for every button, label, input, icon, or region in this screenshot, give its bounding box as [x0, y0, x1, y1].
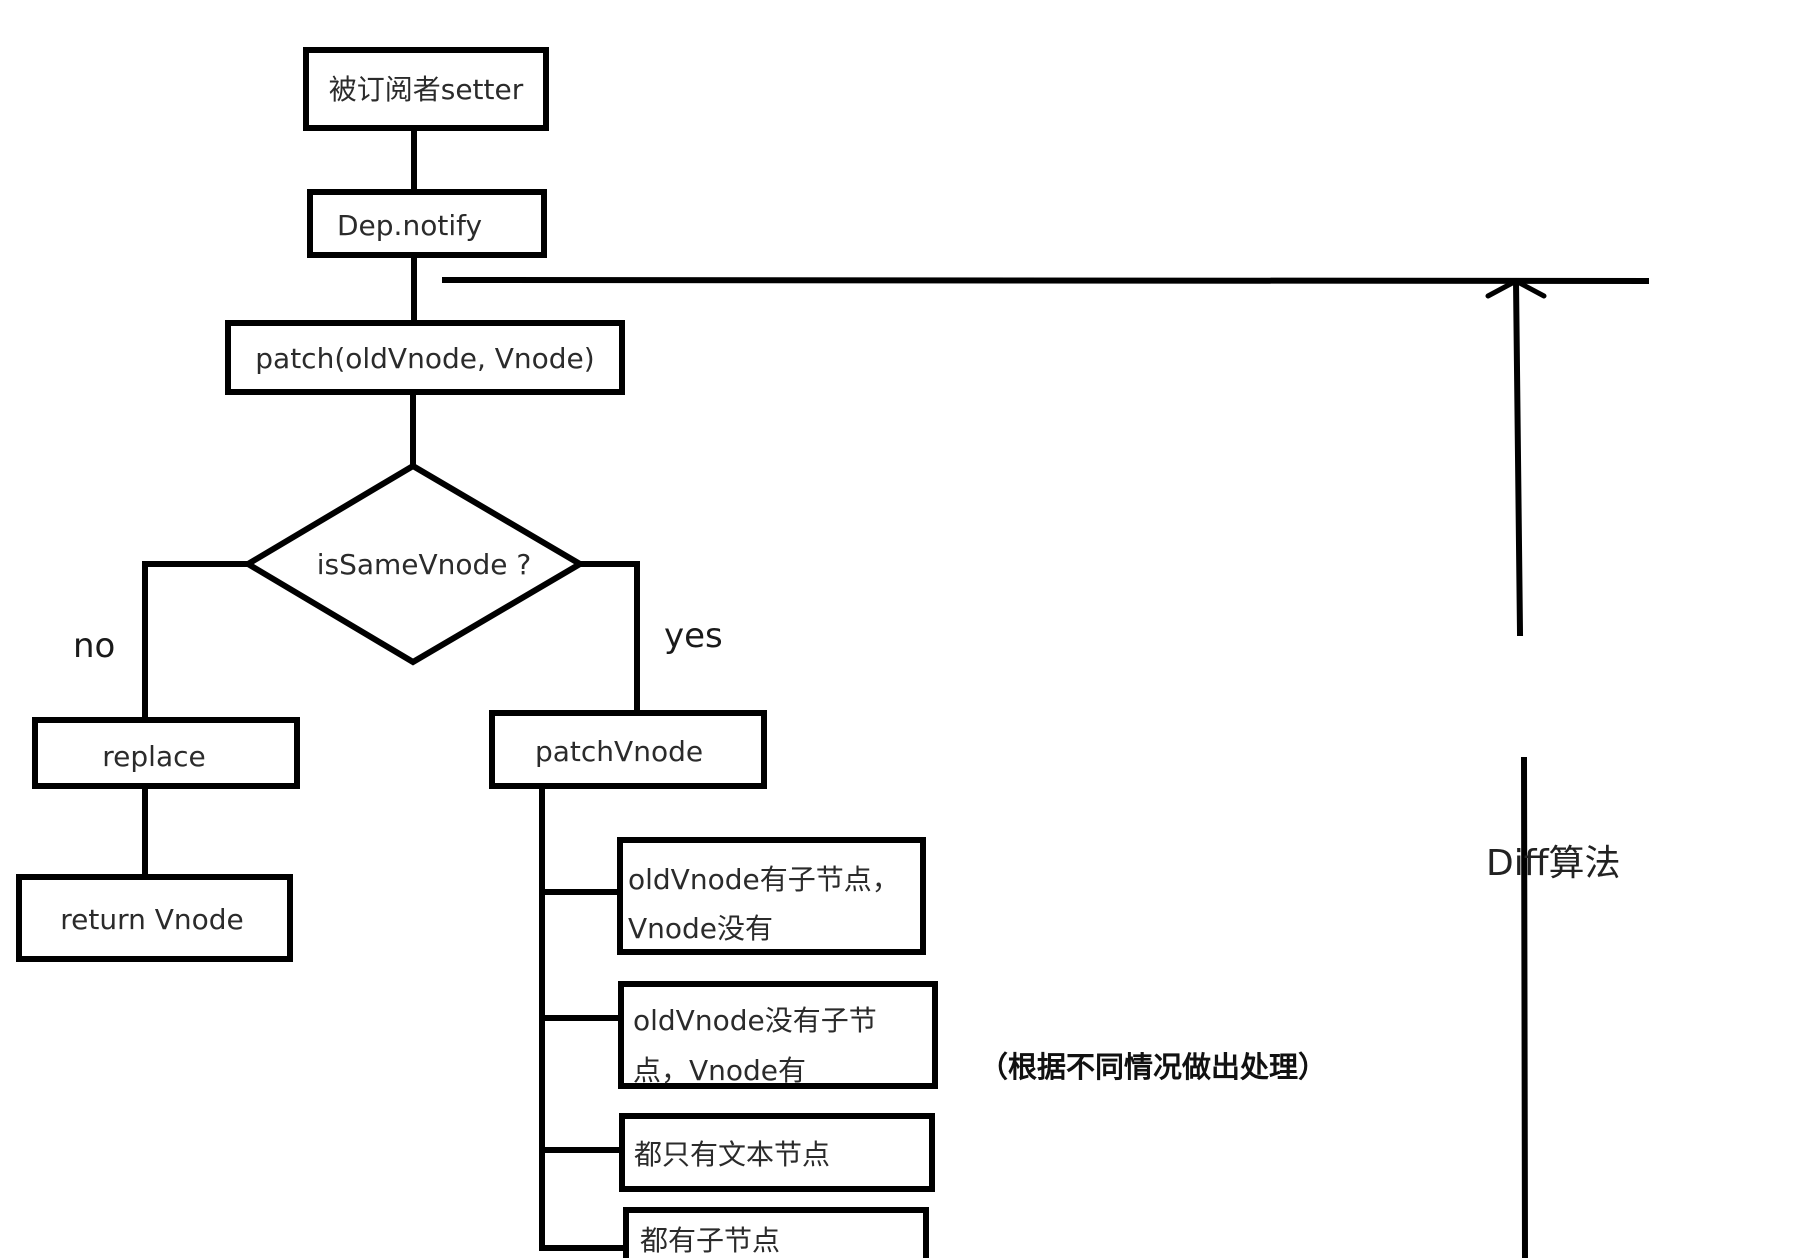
diff-upper-line [1512, 277, 1524, 637]
node-replace: replace [32, 717, 300, 789]
node-case2-line1: oldVnode没有子节 [633, 1004, 877, 1037]
node-patch-label: patch(oldVnode, Vnode) [255, 342, 594, 375]
cases-note: （根据不同情况做出处理） [979, 1050, 1327, 1084]
edge-label-yes: yes [664, 616, 723, 656]
node-notify: Dep.notify [307, 189, 547, 258]
edge-label-no: no [73, 626, 115, 666]
node-patchvnode-label: patchVnode [535, 735, 703, 768]
node-case2-line2: 点，Vnode有 [633, 1054, 806, 1087]
node-case4: 都有子节点 [623, 1207, 929, 1258]
diff-algorithm-label: Diff算法 [1486, 843, 1621, 884]
node-case1-line1: oldVnode有子节点， [628, 863, 900, 896]
node-decision-label: isSameVnode ? [317, 548, 532, 581]
edge-decision-no [142, 561, 251, 720]
node-setter-label: 被订阅者setter [329, 73, 524, 106]
node-return-vnode-label: return Vnode [60, 903, 244, 936]
diff-loop [441, 276, 1650, 1258]
diff-return-line [441, 276, 1650, 285]
node-case4-label: 都有子节点 [640, 1224, 780, 1257]
node-notify-label: Dep.notify [337, 209, 482, 242]
edge-decision-yes [577, 561, 640, 713]
node-patchvnode: patchVnode [489, 710, 767, 789]
node-case2: oldVnode没有子节 点，Vnode有 [618, 981, 938, 1089]
node-case1-line2: Vnode没有 [628, 912, 773, 945]
node-case3-label: 都只有文本节点 [634, 1138, 830, 1171]
node-case3: 都只有文本节点 [619, 1113, 935, 1192]
node-setter: 被订阅者setter [303, 47, 549, 131]
connectors [142, 126, 640, 1251]
node-case1: oldVnode有子节点， Vnode没有 [617, 837, 926, 955]
node-return-vnode: return Vnode [16, 874, 293, 962]
node-decision: isSameVnode ? [242, 462, 586, 666]
node-replace-label: replace [102, 740, 205, 773]
diff-lower-line [1520, 756, 1529, 1258]
node-patch: patch(oldVnode, Vnode) [225, 320, 625, 395]
arrow-up-icon [1485, 278, 1547, 299]
